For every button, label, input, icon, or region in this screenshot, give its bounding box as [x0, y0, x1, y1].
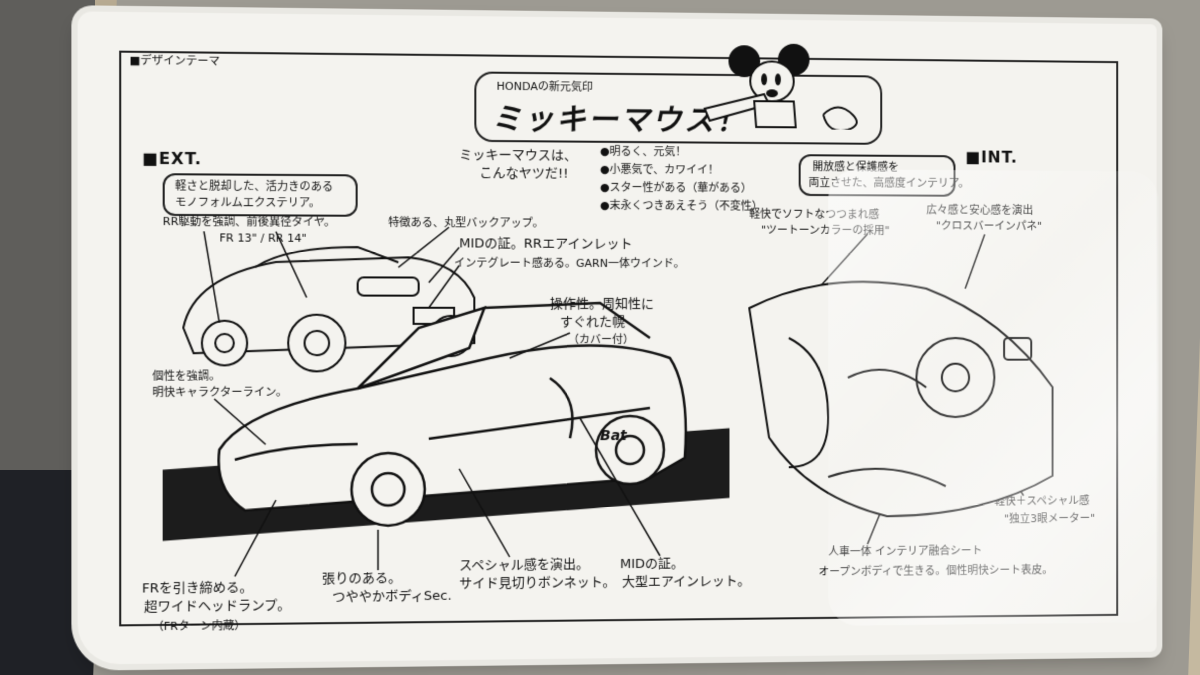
- car-sketches: [121, 53, 1120, 629]
- bat-badge: Bat: [600, 428, 627, 445]
- sheet-frame: デザインテーマ HONDAの新元気印 ミッキーマウス！ EXT. 軽さと脱: [119, 43, 1159, 633]
- mickey-mouse-illustration: [685, 43, 882, 130]
- rear-view-car-sketch: [183, 247, 474, 372]
- design-sheet: デザインテーマ HONDAの新元気印 ミッキーマウス！ EXT. 軽さと脱: [77, 11, 1159, 665]
- front-view-car-sketch: [219, 302, 686, 526]
- interior-cockpit-sketch: [749, 282, 1052, 518]
